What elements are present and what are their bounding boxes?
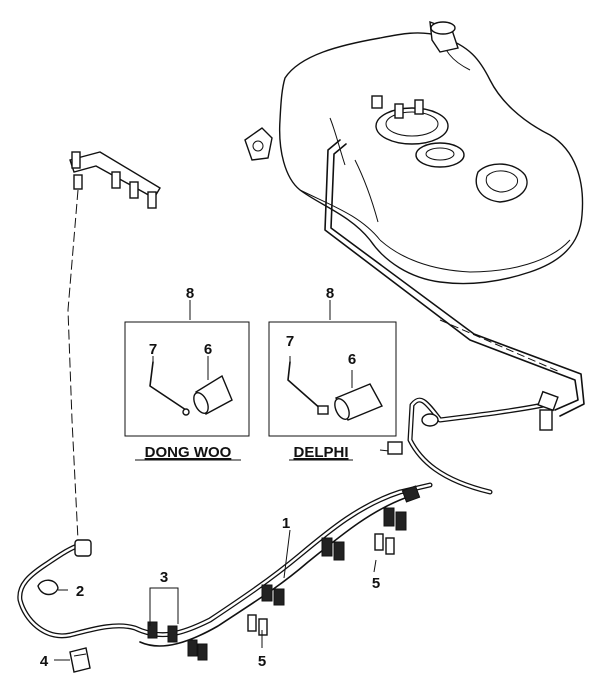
callout-2: 2 (76, 583, 84, 600)
fuel-lines (17, 139, 585, 647)
fuel-tank (244, 20, 584, 285)
line-connectors (74, 390, 559, 557)
clip-group-lower (247, 584, 285, 636)
part-2-clip (37, 579, 68, 596)
clip-group-left (147, 621, 208, 661)
part-4-bracket (54, 647, 91, 673)
callout-7-left: 7 (149, 341, 157, 358)
callout-4: 4 (40, 653, 49, 670)
callout-5-lower: 5 (258, 653, 266, 670)
callout-8-left: 8 (186, 285, 194, 302)
clip-group-upper (374, 507, 407, 555)
dong-woo-box (124, 321, 250, 437)
delphi-label: DELPHI (293, 444, 348, 461)
leader-lines (149, 300, 377, 648)
callout-3: 3 (160, 569, 168, 586)
callout-8-right: 8 (326, 285, 334, 302)
callout-5-right: 5 (372, 575, 380, 592)
callout-6-left: 6 (204, 341, 212, 358)
clip-group-middle (321, 537, 345, 561)
dong-woo-label: DONG WOO (145, 444, 232, 461)
fuel-rail (69, 151, 161, 209)
delphi-box (268, 321, 397, 437)
callout-1: 1 (282, 515, 290, 532)
callout-6-right: 6 (348, 351, 356, 368)
callout-7-right: 7 (286, 333, 294, 350)
